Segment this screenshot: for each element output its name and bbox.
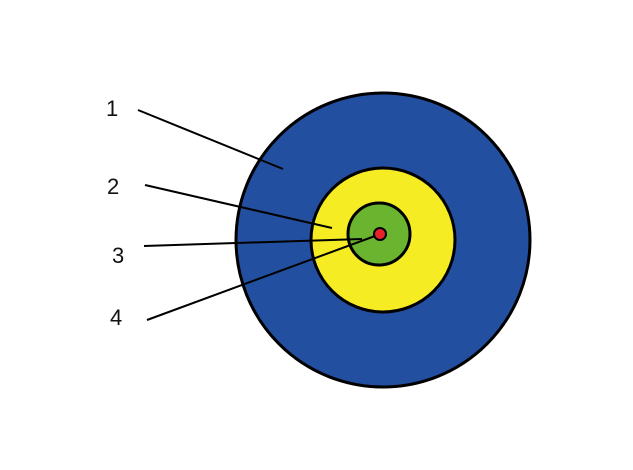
label-3: 3 — [112, 243, 124, 268]
leader-line-4 — [146, 235, 376, 321]
label-4: 4 — [110, 305, 122, 330]
leader-line-1 — [137, 109, 284, 170]
leader-line-2 — [144, 184, 333, 229]
leader-line-3 — [143, 238, 363, 247]
label-2: 2 — [107, 174, 119, 199]
label-1: 1 — [106, 96, 118, 121]
core-circle — [373, 227, 387, 241]
